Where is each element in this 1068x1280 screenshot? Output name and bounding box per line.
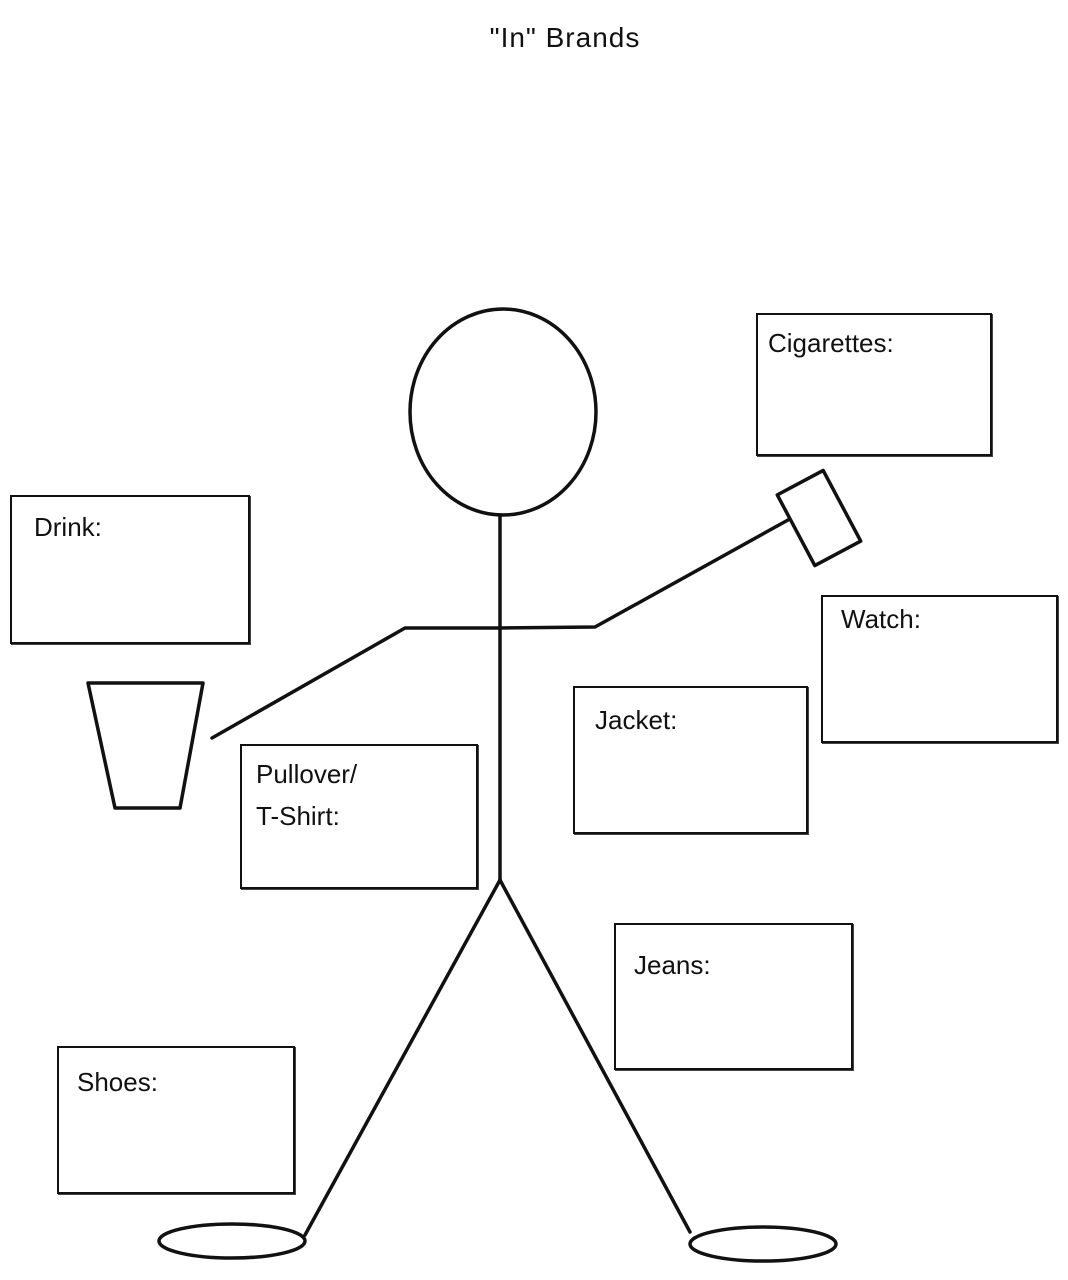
cigarettes-box: Cigarettes: [756,313,992,456]
left-leg [498,878,692,1234]
watch-box: Watch: [821,595,1058,743]
jeans-label: Jeans: [634,950,711,980]
shoes-box: Shoes: [57,1046,295,1194]
jacket-label: Jacket: [595,705,678,735]
right-arm [210,626,502,740]
cigarettes-label: Cigarettes: [768,328,894,358]
left-foot [688,1225,838,1263]
shoes-label: Shoes: [77,1067,158,1097]
right-leg [303,878,502,1237]
jeans-box: Jeans: [614,923,853,1070]
cigarette-pack-icon [775,468,863,568]
cup-icon [86,681,205,810]
pullover-box: Pullover/ T-Shirt: [240,744,478,889]
pullover-label: Pullover/ T-Shirt: [256,759,358,831]
left-arm [498,518,790,630]
jacket-box: Jacket: [573,686,808,834]
diagram-title: "In" Brands [489,22,641,53]
head [408,307,598,517]
watch-label: Watch: [841,604,921,634]
drink-label: Drink: [34,512,102,542]
drink-box: Drink: [10,495,250,644]
right-foot [157,1222,307,1260]
